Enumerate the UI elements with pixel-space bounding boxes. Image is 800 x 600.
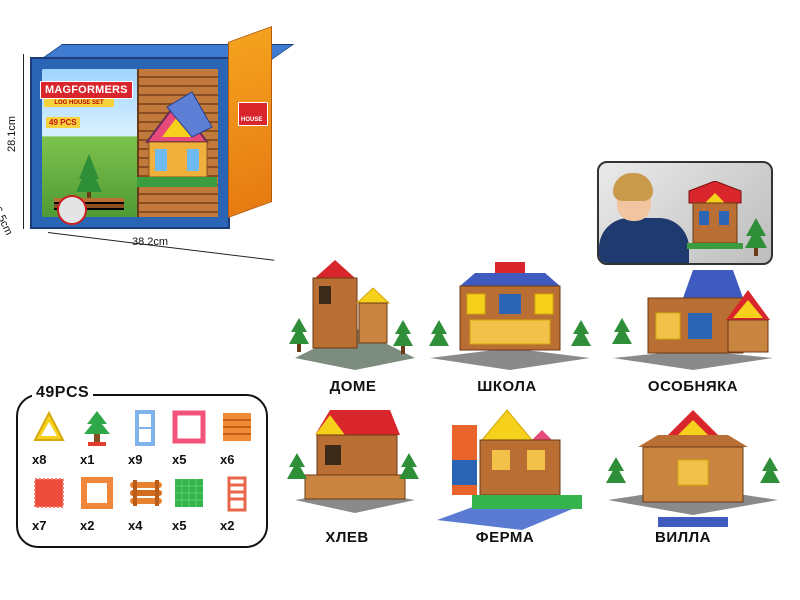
piece-ladder: x2 [216,476,256,533]
piece-count: x2 [220,518,235,533]
blue-rectangle-frame-icon [135,410,155,446]
product-box-image: MAGFORMERS LOG HOUSE SET 49 PCS HOUSE [30,25,295,232]
model-label: ОСОБНЯКА [647,378,739,395]
piece-count: x4 [128,518,143,533]
model-dome-illustration [289,260,415,370]
box-house-illustration [137,91,217,187]
model-label: ШКОЛА [477,378,537,395]
photo-house-model [687,181,743,249]
model-khlev: ХЛЕВ [285,405,455,546]
green-grass-tile-icon [175,479,203,507]
piece-red-square-frame: x5 [168,410,208,467]
yellow-triangle-icon [33,410,65,441]
orange-square-frame-icon [81,477,113,509]
box-pcs-label: 49 PCS [46,117,80,128]
red-solid-square-icon [34,478,64,508]
pieces-panel: 49PCS x8 x1 x9 x5 [16,384,268,548]
brand-logo: MAGFORMERS [40,81,133,99]
height-dimension-label: 28.1cm [6,115,18,152]
piece-blue-rectangle: x9 [124,410,164,467]
depth-dimension-label: 6.5cm [0,205,15,238]
model-label: ДОМЕ [329,378,377,395]
orange-log-panel-icon [223,413,251,441]
piece-brown-log-fence: x4 [124,476,164,533]
model-villa: ВИЛЛА [598,405,780,546]
piece-green-grass-tile: x5 [168,476,208,533]
photo-tree-icon [745,218,767,256]
house-tag-label: HOUSE [241,117,263,123]
brown-log-fence-icon [130,480,162,506]
piece-yellow-triangle: x8 [28,410,68,467]
child-playing-photo [597,161,773,265]
model-osobnyaka: ОСОБНЯКА [608,258,778,398]
child-body [599,218,689,263]
model-shkola-illustration [429,262,591,370]
house-tag: HOUSE [238,102,268,126]
tree-icon [84,411,110,446]
pieces-title: 49PCS [32,384,94,402]
child-hair [613,173,653,201]
box-front-face: MAGFORMERS LOG HOUSE SET 49 PCS [30,57,230,229]
piece-count: x2 [80,518,95,533]
model-label: ХЛЕВ [325,529,369,546]
model-khlev-illustration [287,410,419,513]
box-subtitle-band: LOG HOUSE SET [44,99,114,107]
model-label: ВИЛЛА [655,529,711,546]
piece-count: x8 [32,452,47,467]
width-dimension-label: 38.2cm [132,236,169,248]
piece-count: x5 [172,452,187,467]
model-villa-illustration [606,410,780,527]
piece-count: x7 [32,518,47,533]
red-square-frame-icon [172,410,206,444]
box-porch-illustration [54,154,124,210]
piece-count: x5 [172,518,187,533]
model-shkola: ШКОЛА [425,258,595,398]
piece-count: x9 [128,452,143,467]
piece-red-solid-square: x7 [28,476,68,533]
model-ferma-illustration [437,409,582,530]
piece-orange-square-frame: x2 [76,476,116,533]
model-ferma: ФЕРМА [432,405,602,546]
model-osobnyaka-illustration [612,270,773,370]
model-label: ФЕРМА [475,529,535,546]
piece-count: x6 [220,452,235,467]
height-dimension-line [23,54,24,229]
piece-tree: x1 [76,410,116,467]
piece-count: x1 [80,452,95,467]
piece-orange-log-panel: x6 [216,410,256,467]
model-dome: ДОМЕ [285,258,455,398]
ladder-icon [227,476,247,512]
original-seal-icon [57,195,87,225]
